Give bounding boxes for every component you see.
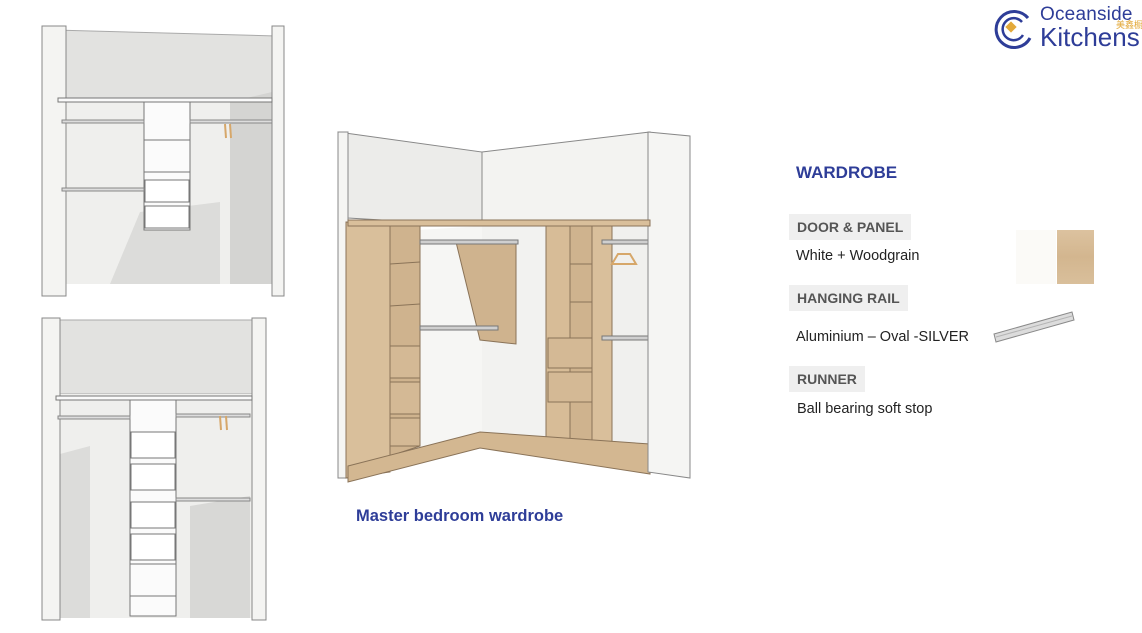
runner-label: RUNNER bbox=[789, 366, 865, 392]
door-panel-value: White + Woodgrain bbox=[796, 248, 920, 264]
door-panel-label: DOOR & PANEL bbox=[789, 214, 912, 240]
hanging-rail-label: HANGING RAIL bbox=[789, 285, 908, 311]
runner-value: Ball bearing soft stop bbox=[797, 401, 933, 417]
logo-text-kitchens: Kitchens bbox=[1040, 22, 1140, 52]
logo-text-oceanside: Oceanside bbox=[1040, 4, 1133, 25]
section-title: WARDROBE bbox=[796, 163, 898, 182]
logo-text-chinese: 美鑫橱柜 bbox=[1116, 20, 1142, 30]
concentric-arc-logo-icon bbox=[994, 10, 1032, 49]
drawing-caption: Master bedroom wardrobe bbox=[356, 507, 564, 525]
wardrobe-elevation-drawing-top bbox=[41, 25, 285, 297]
white-swatch bbox=[1016, 230, 1056, 284]
woodgrain-swatch bbox=[1057, 230, 1094, 284]
wardrobe-elevation-drawing-bottom bbox=[41, 317, 267, 621]
hanging-rail-value: Aluminium – Oval -SILVER bbox=[796, 329, 969, 345]
oval-rail-image bbox=[993, 311, 1075, 343]
company-logo: Oceanside Kitchens 美鑫橱柜 bbox=[992, 4, 1142, 52]
corner-wardrobe-3d-drawing bbox=[337, 131, 691, 483]
